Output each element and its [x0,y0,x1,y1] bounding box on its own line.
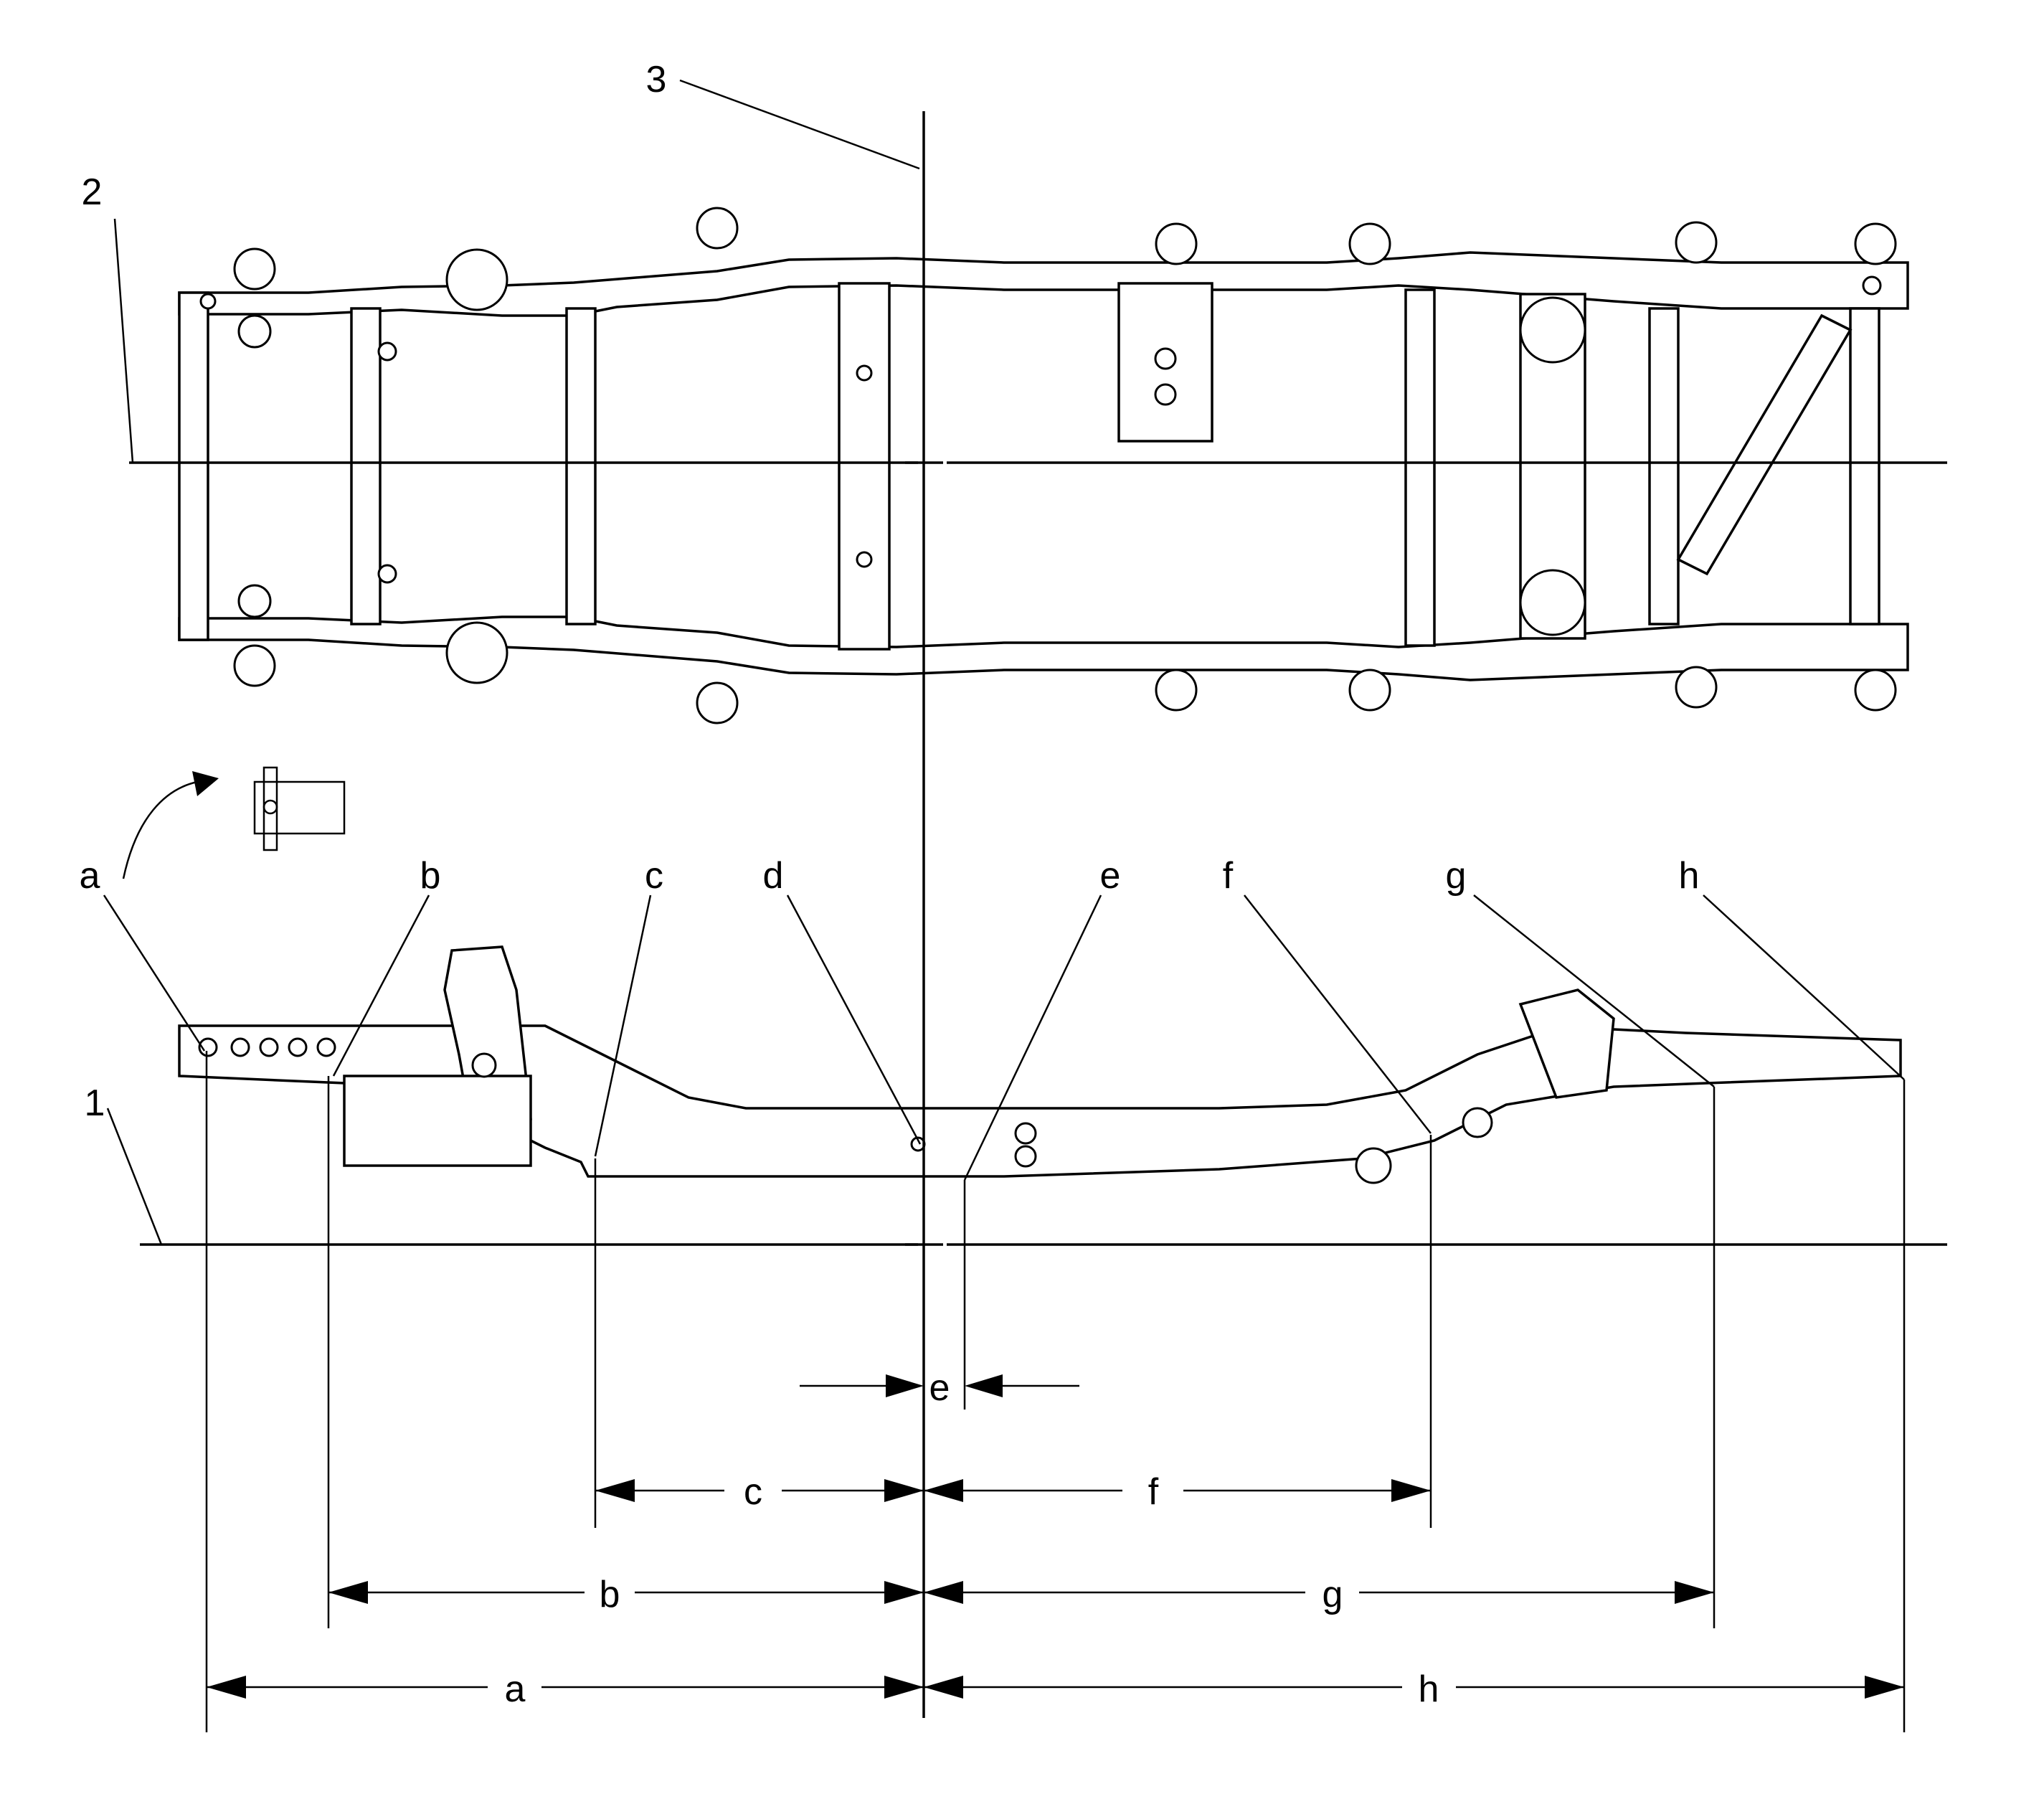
point-h-label: h [1679,855,1700,897]
extension-lines [205,1051,1906,1732]
crossmember-3 [838,282,891,651]
frame-side-view [178,945,1902,1184]
point-g-label: g [1446,855,1467,897]
dimension-f-label: f [1148,1471,1159,1513]
frame-side-profile [178,1024,1902,1178]
upper-rear-mount [1519,296,1586,364]
section-icon-body [253,780,346,835]
callout-1-label: 1 [85,1082,105,1124]
crossmember-2 [565,307,597,625]
dimension-e-label: e [929,1367,950,1409]
point-d-leader [786,894,922,1145]
callout-2-leader [113,218,134,463]
dimension-lines [207,1374,1904,1699]
lower-body-mounts [233,584,1897,724]
point-g-leader [1473,894,1715,1087]
rotation-arrow-curve [122,780,198,879]
dimension-h-label: h [1419,1668,1439,1710]
rotation-arrow-head [192,771,219,796]
view-rotation-icon [122,766,346,879]
side-holes [198,1037,1493,1184]
rear-diagonal-brace [1676,313,1853,576]
labels: 3 2 1 a b c d e f g h e c f b g a h [80,59,1700,1710]
point-e-leader [963,894,1102,1181]
dim-e-left-arrow [886,1374,924,1397]
callout-2-label: 2 [82,171,103,213]
point-h-leader [1703,894,1905,1080]
crossmember-1 [350,307,382,625]
frame-holes [199,275,1882,584]
upper-body-mounts [233,207,1897,349]
dimension-g-label: g [1323,1574,1343,1615]
dimension-b-label: b [600,1574,620,1615]
callout-3-leader [679,79,920,170]
point-a-label: a [80,855,100,897]
frame-top-view [178,207,1909,724]
front-end-crossmember [178,291,209,641]
callout-3-label: 3 [646,59,667,100]
lower-frame-rail [178,615,1909,681]
point-a-leader [103,894,206,1052]
point-b-label: b [420,855,441,897]
dimension-c-label: c [744,1471,762,1513]
front-suspension-bracket [343,1075,532,1167]
dim-e-right-arrow [965,1374,1003,1397]
point-f-label: f [1223,855,1234,897]
callout-1-leader [106,1108,163,1245]
crossmember-6 [1648,307,1680,625]
upper-frame-rail [178,251,1909,317]
lower-engine-mount [445,621,508,684]
crossmember-4 [1404,288,1436,647]
section-icon-flange [262,766,278,851]
rear-kickup-bracket [1518,988,1615,1099]
point-d-label: d [763,855,784,897]
crossmember-7 [1849,307,1880,625]
point-e-label: e [1100,855,1121,897]
point-f-leader [1244,894,1432,1134]
upper-engine-mount [445,248,508,311]
point-b-leader [332,894,430,1077]
section-icon-hole [262,799,278,815]
point-c-label: c [645,855,663,897]
lower-rear-mount [1519,569,1586,636]
point-c-leader [594,894,652,1157]
dimension-a-label: a [505,1668,526,1710]
